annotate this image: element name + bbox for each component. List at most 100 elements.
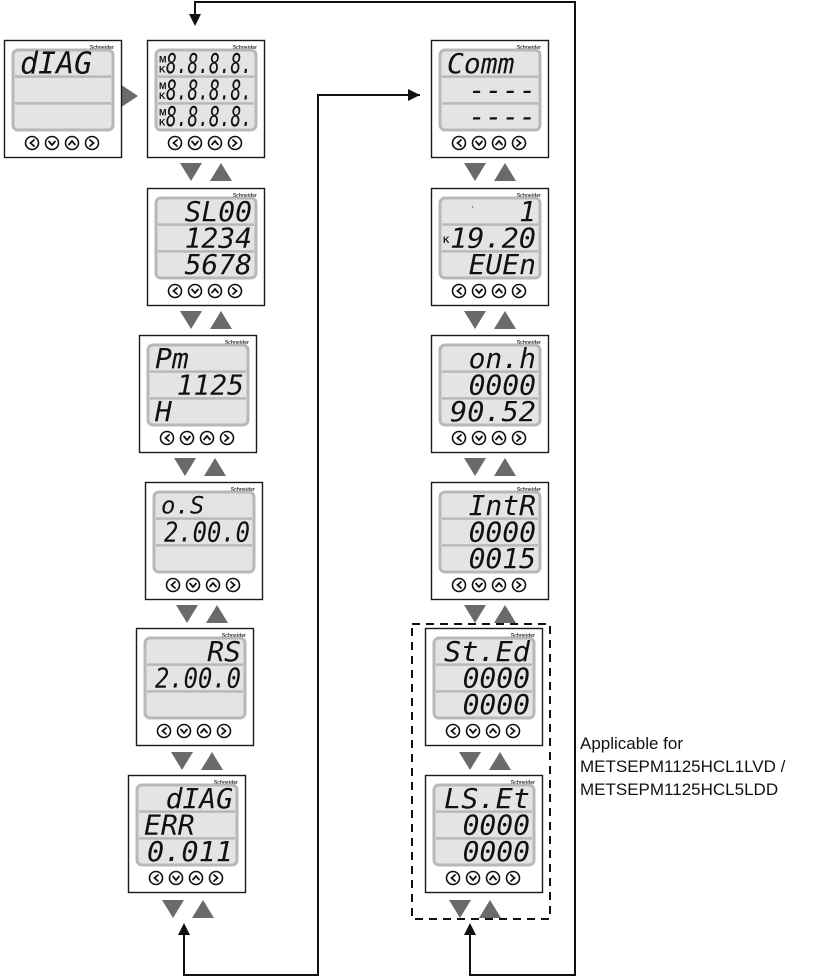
down-chevron-icon [469, 728, 477, 735]
up-chevron-button-icon[interactable] [491, 430, 507, 446]
up-chevron-button-icon[interactable] [491, 283, 507, 299]
right-button-ring [511, 430, 527, 446]
unit-indicator-m: M [159, 54, 167, 64]
up-chevron-button-icon[interactable] [196, 723, 212, 739]
down-button-ring [187, 135, 203, 151]
down-button-ring [44, 135, 60, 151]
left-button-ring [451, 283, 467, 299]
up-button-ring [64, 135, 80, 151]
left-chevron-button-icon[interactable] [451, 430, 467, 446]
arrow-head-icon [408, 89, 420, 101]
left-chevron-button-icon[interactable] [24, 135, 40, 151]
up-chevron-button-icon[interactable] [485, 870, 501, 886]
right-button-ring [511, 283, 527, 299]
left-chevron-icon [164, 434, 170, 442]
left-button-ring [165, 577, 181, 593]
down-chevron-button-icon[interactable] [465, 723, 481, 739]
up-chevron-button-icon[interactable] [205, 577, 221, 593]
up-chevron-button-icon[interactable] [491, 577, 507, 593]
left-chevron-button-icon[interactable] [445, 723, 461, 739]
right-chevron-button-icon[interactable] [84, 135, 100, 151]
lcd-row-3-text: 0015 [469, 542, 536, 575]
up-triangle-icon [494, 311, 516, 329]
left-chevron-button-icon[interactable] [451, 283, 467, 299]
lcd-row-3-text: 90.52 [450, 395, 536, 428]
up-chevron-button-icon[interactable] [207, 135, 223, 151]
right-chevron-button-icon[interactable] [227, 135, 243, 151]
up-chevron-button-icon[interactable] [64, 135, 80, 151]
right-chevron-button-icon[interactable] [511, 430, 527, 446]
right-chevron-button-icon[interactable] [219, 430, 235, 446]
left-chevron-button-icon[interactable] [451, 135, 467, 151]
down-chevron-button-icon[interactable] [471, 577, 487, 593]
left-chevron-icon [172, 139, 178, 147]
down-chevron-button-icon[interactable] [176, 723, 192, 739]
left-chevron-button-icon[interactable] [156, 723, 172, 739]
note-line-1: Applicable for [580, 734, 684, 753]
up-chevron-icon [211, 287, 219, 294]
left-chevron-button-icon[interactable] [167, 283, 183, 299]
lcd-row-2-text: ---- [469, 74, 536, 107]
up-chevron-button-icon[interactable] [188, 870, 204, 886]
down-chevron-icon [475, 582, 483, 589]
up-button-ring [485, 870, 501, 886]
brand-logo: Schneider [511, 780, 535, 786]
lcd-panel [135, 783, 239, 867]
right-chevron-button-icon[interactable] [208, 870, 224, 886]
down-chevron-icon [191, 140, 199, 147]
up-chevron-icon [489, 727, 497, 734]
up-chevron-button-icon[interactable] [199, 430, 215, 446]
up-chevron-icon [203, 434, 211, 441]
lcd-row-3-text: H [154, 395, 172, 428]
right-chevron-button-icon[interactable] [511, 577, 527, 593]
up-triangle-icon [192, 900, 214, 918]
down-chevron-button-icon[interactable] [187, 283, 203, 299]
down-chevron-button-icon[interactable] [168, 870, 184, 886]
up-triangle-icon [204, 458, 226, 476]
right-chevron-icon [230, 581, 236, 589]
lcd-panel [154, 48, 258, 132]
left-chevron-button-icon[interactable] [165, 577, 181, 593]
down-chevron-button-icon[interactable] [471, 283, 487, 299]
left-chevron-button-icon[interactable] [167, 135, 183, 151]
lcd-row-2-text: 0000 [469, 369, 536, 402]
down-chevron-button-icon[interactable] [471, 135, 487, 151]
down-triangle-icon [464, 163, 486, 181]
up-chevron-button-icon[interactable] [207, 283, 223, 299]
right-chevron-button-icon[interactable] [505, 723, 521, 739]
lcd-row-1-text: LS.Et [444, 782, 530, 815]
left-chevron-button-icon[interactable] [148, 870, 164, 886]
right-chevron-button-icon[interactable] [227, 283, 243, 299]
down-chevron-button-icon[interactable] [44, 135, 60, 151]
up-triangle-icon [479, 900, 501, 918]
left-chevron-button-icon[interactable] [159, 430, 175, 446]
down-button-ring [187, 283, 203, 299]
up-chevron-button-icon[interactable] [491, 135, 507, 151]
up-button-ring [485, 723, 501, 739]
down-chevron-button-icon[interactable] [471, 430, 487, 446]
right-chevron-button-icon[interactable] [216, 723, 232, 739]
right-chevron-button-icon[interactable] [505, 870, 521, 886]
down-chevron-button-icon[interactable] [465, 870, 481, 886]
down-button-ring [179, 430, 195, 446]
lcd-row-1-text: o.S [161, 491, 204, 519]
lcd-row-3-text: EUEn [469, 248, 536, 281]
left-button-ring [159, 430, 175, 446]
left-chevron-button-icon[interactable] [451, 577, 467, 593]
left-chevron-button-icon[interactable] [445, 870, 461, 886]
right-chevron-button-icon[interactable] [225, 577, 241, 593]
lcd-row-1-text: RS [207, 635, 241, 668]
down-chevron-button-icon[interactable] [185, 577, 201, 593]
right-chevron-button-icon[interactable] [511, 283, 527, 299]
down-chevron-button-icon[interactable] [179, 430, 195, 446]
right-chevron-button-icon[interactable] [511, 135, 527, 151]
lcd-row-3-text: ---- [469, 100, 536, 133]
down-chevron-button-icon[interactable] [187, 135, 203, 151]
up-chevron-button-icon[interactable] [485, 723, 501, 739]
lcd-panel [438, 490, 542, 574]
down-chevron-icon [180, 728, 188, 735]
up-button-ring [188, 870, 204, 886]
